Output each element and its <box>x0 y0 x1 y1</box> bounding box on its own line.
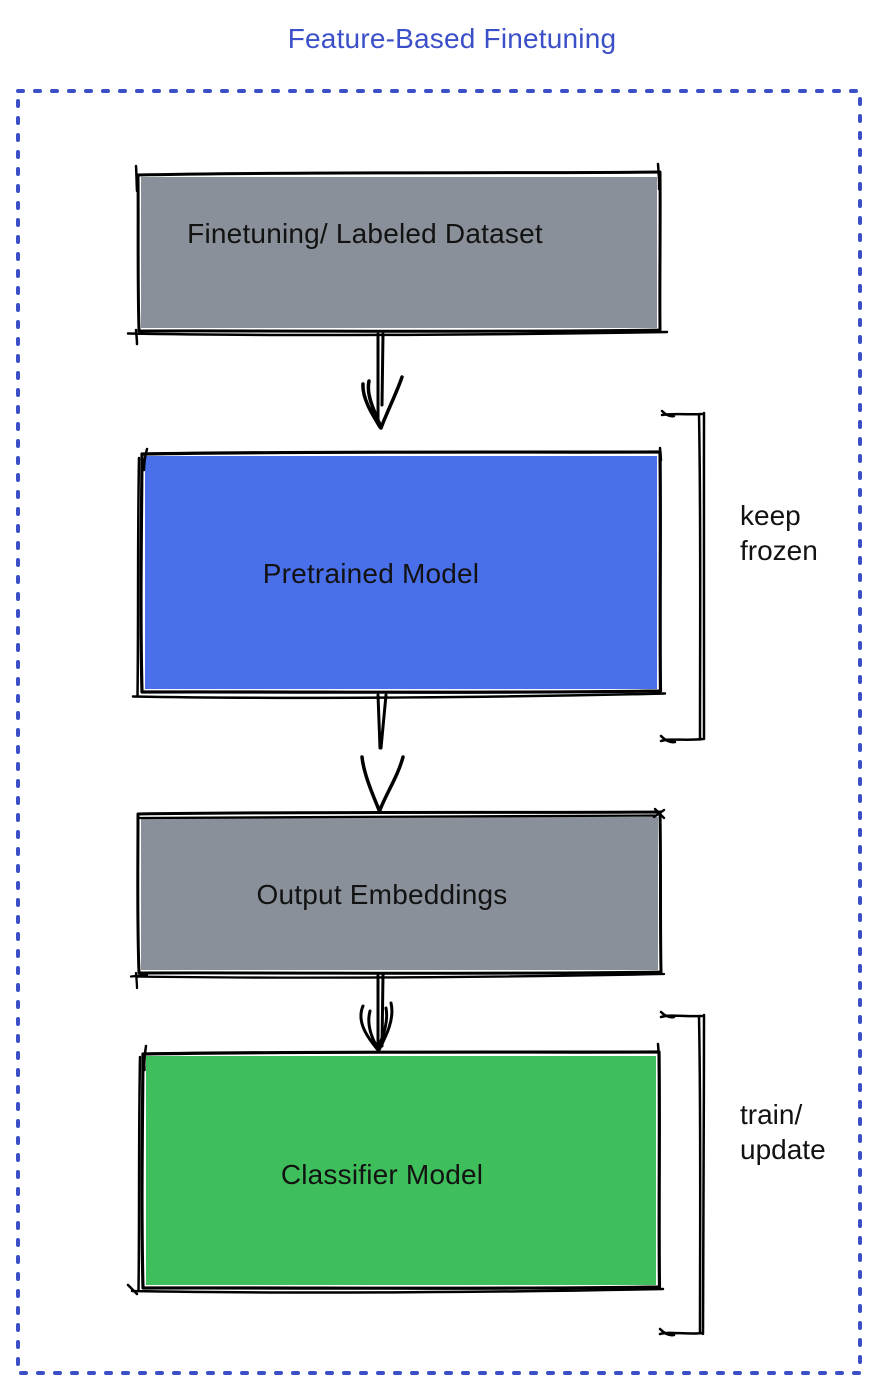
embeddings-box-label: Output Embeddings <box>256 879 508 910</box>
classifier-box-border <box>140 1050 662 1290</box>
pretrained-box-border <box>139 450 663 694</box>
pretrained-box <box>131 446 667 700</box>
embeddings-box <box>129 807 666 990</box>
arrow-2-head <box>360 755 405 812</box>
pretrained-box-label: Pretrained Model <box>262 558 480 589</box>
dataset-box <box>126 162 669 346</box>
keep-frozen-label-line2: frozen <box>740 535 818 566</box>
dataset-box-sketch-strokes <box>126 162 669 346</box>
train-update-label: train/ update <box>740 1097 826 1167</box>
arrow-2-shaft <box>376 693 388 750</box>
arrow-pretrained-to-embeddings <box>360 693 405 812</box>
embeddings-box-border <box>136 810 663 975</box>
classifier-box-label: Classifier Model <box>280 1159 484 1190</box>
embeddings-box-sketch-strokes <box>129 807 666 990</box>
arrow-dataset-to-pretrained <box>361 332 404 430</box>
arrow-3-head <box>359 1001 394 1052</box>
arrow-embeddings-to-classifier <box>359 973 394 1052</box>
dataset-box-fill <box>141 177 657 328</box>
arrow-1-head <box>361 375 404 430</box>
train-update-label-line1: train/ <box>740 1099 803 1130</box>
train-update-bracket <box>658 1010 706 1337</box>
keep-frozen-bracket <box>659 409 706 744</box>
keep-frozen-bracket-path <box>659 409 706 744</box>
classifier-box-sketch-strokes <box>126 1042 665 1296</box>
train-update-bracket-path <box>658 1010 706 1337</box>
classifier-box-fill <box>146 1056 656 1285</box>
arrow-1-shaft <box>376 332 385 422</box>
train-update-label-line2: update <box>740 1134 826 1165</box>
diagram-title: Feature-Based Finetuning <box>287 23 617 54</box>
keep-frozen-label: keep frozen <box>740 498 818 568</box>
keep-frozen-label-line1: keep <box>740 500 801 531</box>
pretrained-box-fill <box>145 456 657 689</box>
embeddings-box-fill <box>141 817 658 970</box>
dataset-box-border <box>136 170 662 333</box>
dataset-box-label: Finetuning/ Labeled Dataset <box>187 218 543 249</box>
pretrained-box-sketch-strokes <box>131 446 667 700</box>
classifier-box <box>126 1042 665 1296</box>
dashed-container-border <box>16 89 862 1375</box>
